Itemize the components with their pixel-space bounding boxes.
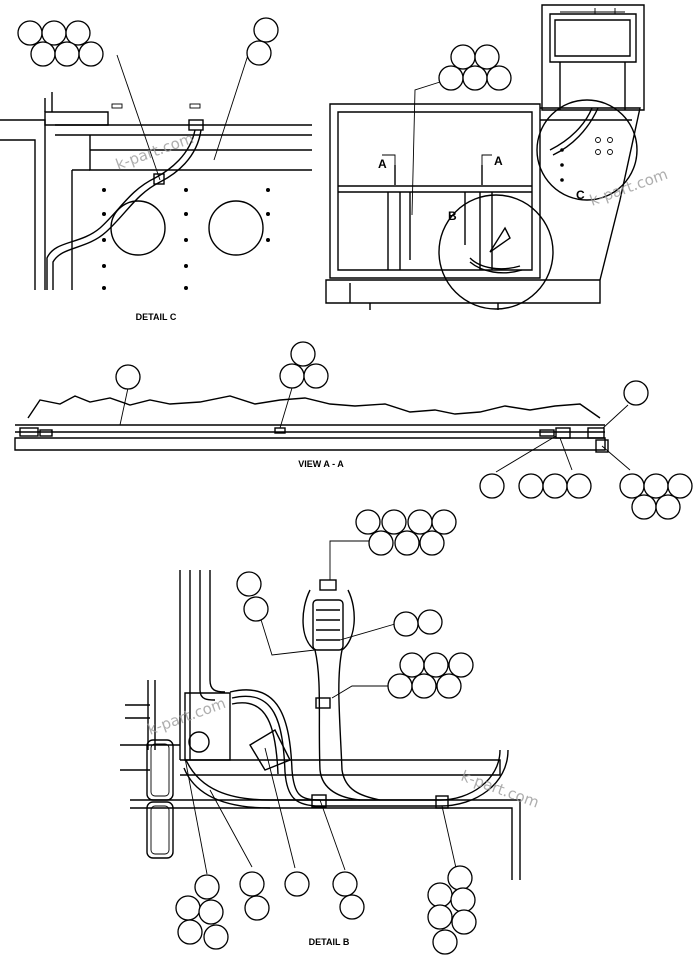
callout-group-c2: [246, 17, 279, 66]
callout-group-aa2: [279, 341, 329, 389]
view-aa-drawing: VIEW A - A: [14, 395, 609, 469]
callout-group-aa5: [518, 473, 592, 499]
detail-circle-b: [438, 194, 554, 310]
overview-drawing: A A B C: [325, 4, 645, 310]
callout-group-b2: [236, 571, 269, 622]
detail-ref-c: C: [576, 188, 585, 202]
callout-group-b6: [239, 871, 270, 921]
callout-group-b7: [284, 871, 310, 897]
callout-group-b4: [387, 652, 474, 699]
detail-circle-c: [536, 99, 638, 201]
callout-group-b5: [175, 874, 229, 950]
callout-group-b3: [393, 609, 443, 637]
callout-group-b1: [355, 509, 457, 556]
detail-c-drawing: DETAIL C: [0, 92, 312, 322]
callout-leaders-b: [184, 540, 457, 875]
section-a-left: A: [378, 157, 387, 171]
detail-b-drawing: DETAIL B: [120, 570, 521, 947]
view-aa-label: VIEW A - A: [298, 459, 344, 469]
callout-group-aa6: [619, 473, 693, 520]
callout-leaders-c: [116, 54, 249, 181]
overview-holes: [560, 137, 613, 182]
watermark-3: k-part.com: [145, 694, 228, 739]
detail-ref-b: B: [448, 209, 457, 223]
watermarks: k-part.com k-part.com k-part.com k-part.…: [113, 129, 670, 812]
hose-c: [46, 119, 204, 290]
callout-group-aa4: [479, 473, 505, 499]
detail-c-label: DETAIL C: [136, 312, 177, 322]
valve-assembly-b: [302, 579, 449, 809]
callout-group-b8: [332, 871, 365, 920]
detail-b-label: DETAIL B: [309, 937, 350, 947]
callout-leaders-aa: [119, 387, 631, 473]
watermark-2: k-part.com: [587, 165, 670, 210]
callout-group-aa3: [623, 380, 649, 406]
callout-group-b9: [427, 865, 477, 955]
callout-group-aa1: [115, 364, 141, 390]
callout-leaders-overview: [411, 81, 441, 216]
callout-group-overview: [438, 44, 512, 91]
mounting-holes-c: [102, 188, 270, 290]
section-a-right: A: [494, 154, 503, 168]
callout-group-c1: [17, 20, 104, 67]
hose-bundle-b: [183, 689, 509, 809]
